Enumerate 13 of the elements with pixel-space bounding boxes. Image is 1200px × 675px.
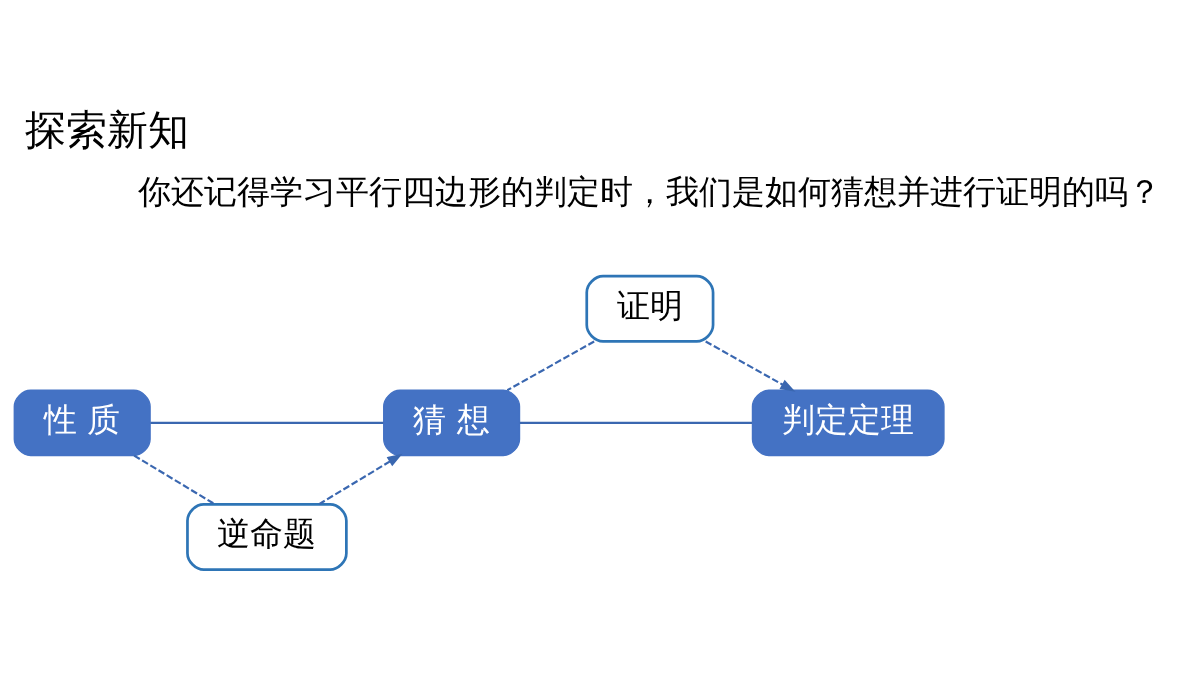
node-box: 性 质	[13, 389, 151, 456]
node-box: 判定定理	[751, 389, 945, 456]
connector	[506, 340, 595, 391]
connector	[519, 421, 752, 424]
connector	[133, 454, 216, 505]
arrow	[705, 340, 796, 392]
label: 你还记得学习平行四边形的判定时，我们是如何猜想并进行证明的吗？	[138, 172, 1162, 211]
arrow	[318, 453, 403, 505]
node-box: 证明	[585, 274, 715, 343]
connector	[150, 421, 384, 424]
node-box: 逆命题	[186, 502, 348, 571]
diagram-title: 探索新知	[25, 105, 190, 154]
node-box: 猜 想	[383, 389, 521, 456]
